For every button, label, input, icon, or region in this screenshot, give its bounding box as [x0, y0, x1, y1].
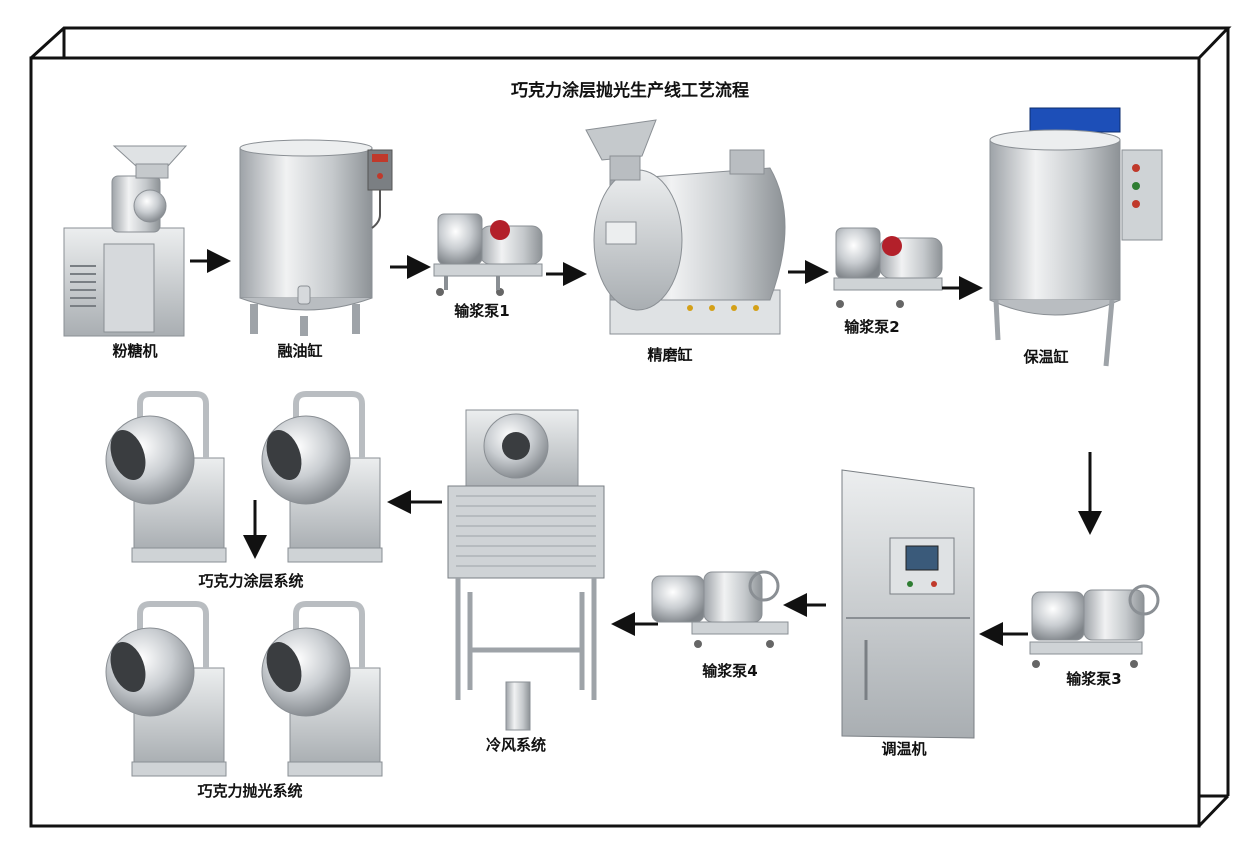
label-pump-1: 输浆泵1: [454, 302, 510, 320]
label-sugar-mill: 粉糖机: [112, 342, 158, 360]
label-holding-tank: 保温缸: [1023, 348, 1069, 366]
label-pump-3: 输浆泵3: [1066, 670, 1122, 688]
holding-tank-machine: [989, 107, 1163, 367]
label-tempering-machine: 调温机: [881, 740, 927, 758]
frame-box: [29, 26, 1232, 828]
polishing-pan-right-machine: [261, 601, 383, 777]
pump-4-machine: [651, 570, 789, 648]
pump-2-machine: [833, 227, 943, 308]
label-refiner: 精磨缸: [647, 346, 693, 364]
label-coating-system: 巧克力涂层系统: [198, 572, 304, 590]
coating-pan-right-machine: [261, 391, 383, 563]
diagram-title: 巧克力涂层抛光生产线工艺流程: [511, 81, 749, 101]
label-oil-melting-tank: 融油缸: [277, 342, 323, 360]
pump-3-machine: [1029, 584, 1160, 668]
oil-melting-tank-machine: [239, 139, 393, 336]
pump-1-machine: [433, 213, 543, 296]
sugar-mill-machine: [63, 145, 188, 337]
label-cooling-system: 冷风系统: [485, 736, 547, 754]
polishing-pan-left-machine: [105, 601, 227, 777]
coating-pan-left-machine: [105, 391, 227, 563]
label-polishing-system: 巧克力抛光系统: [197, 782, 303, 800]
cooling-system-machine: [447, 409, 605, 731]
label-pump-2: 输浆泵2: [844, 318, 900, 336]
label-pump-4: 输浆泵4: [702, 662, 758, 680]
flow-arrows: [190, 249, 1102, 646]
tempering-machine: [841, 469, 975, 739]
refiner-machine: [585, 119, 786, 335]
